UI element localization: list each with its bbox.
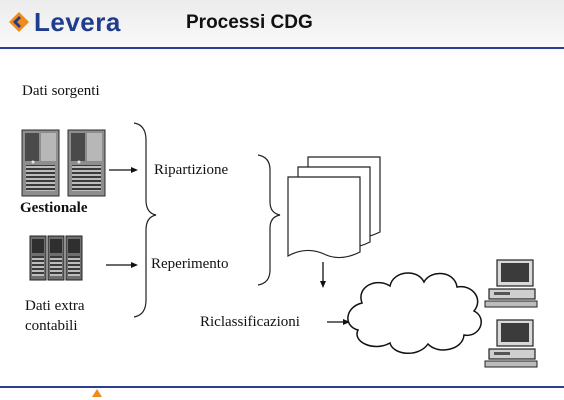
curly-brace (257, 154, 281, 286)
gestionale-label: Gestionale (20, 200, 88, 216)
server-tower-icon (67, 129, 106, 197)
arrow-right-icon (327, 319, 350, 325)
desktop-computer-icon (484, 259, 538, 308)
ripartizione-label: Ripartizione (154, 162, 229, 178)
arrow-right-icon (106, 262, 138, 268)
curly-brace (133, 122, 157, 318)
extra-label-line1: Dati extra (25, 298, 85, 314)
levera-logo: Levera (8, 7, 121, 37)
footer-divider (0, 386, 564, 388)
page-title: Processi CDG (186, 12, 313, 33)
server-tower-icon (21, 129, 60, 197)
desktop-computer-icon (484, 319, 538, 368)
server-rack-icon (65, 235, 83, 281)
header-divider (0, 47, 564, 49)
sources-title: Dati sorgenti (22, 83, 100, 99)
logo-text: Levera (34, 6, 121, 37)
arrow-down-icon (320, 262, 326, 288)
server-rack-icon (47, 235, 65, 281)
diamond-chevron-icon (9, 12, 29, 32)
cloud-icon (347, 272, 482, 354)
reperimento-label: Reperimento (151, 256, 229, 272)
document-stack-icon (287, 156, 381, 259)
extra-label-line2: contabili (25, 318, 78, 334)
server-rack-icon (29, 235, 47, 281)
footer-mark-icon (92, 389, 102, 397)
arrow-right-icon (109, 167, 138, 173)
header: Levera Processi CDG (0, 0, 564, 46)
riclassificazioni-label: Riclassificazioni (200, 314, 300, 330)
